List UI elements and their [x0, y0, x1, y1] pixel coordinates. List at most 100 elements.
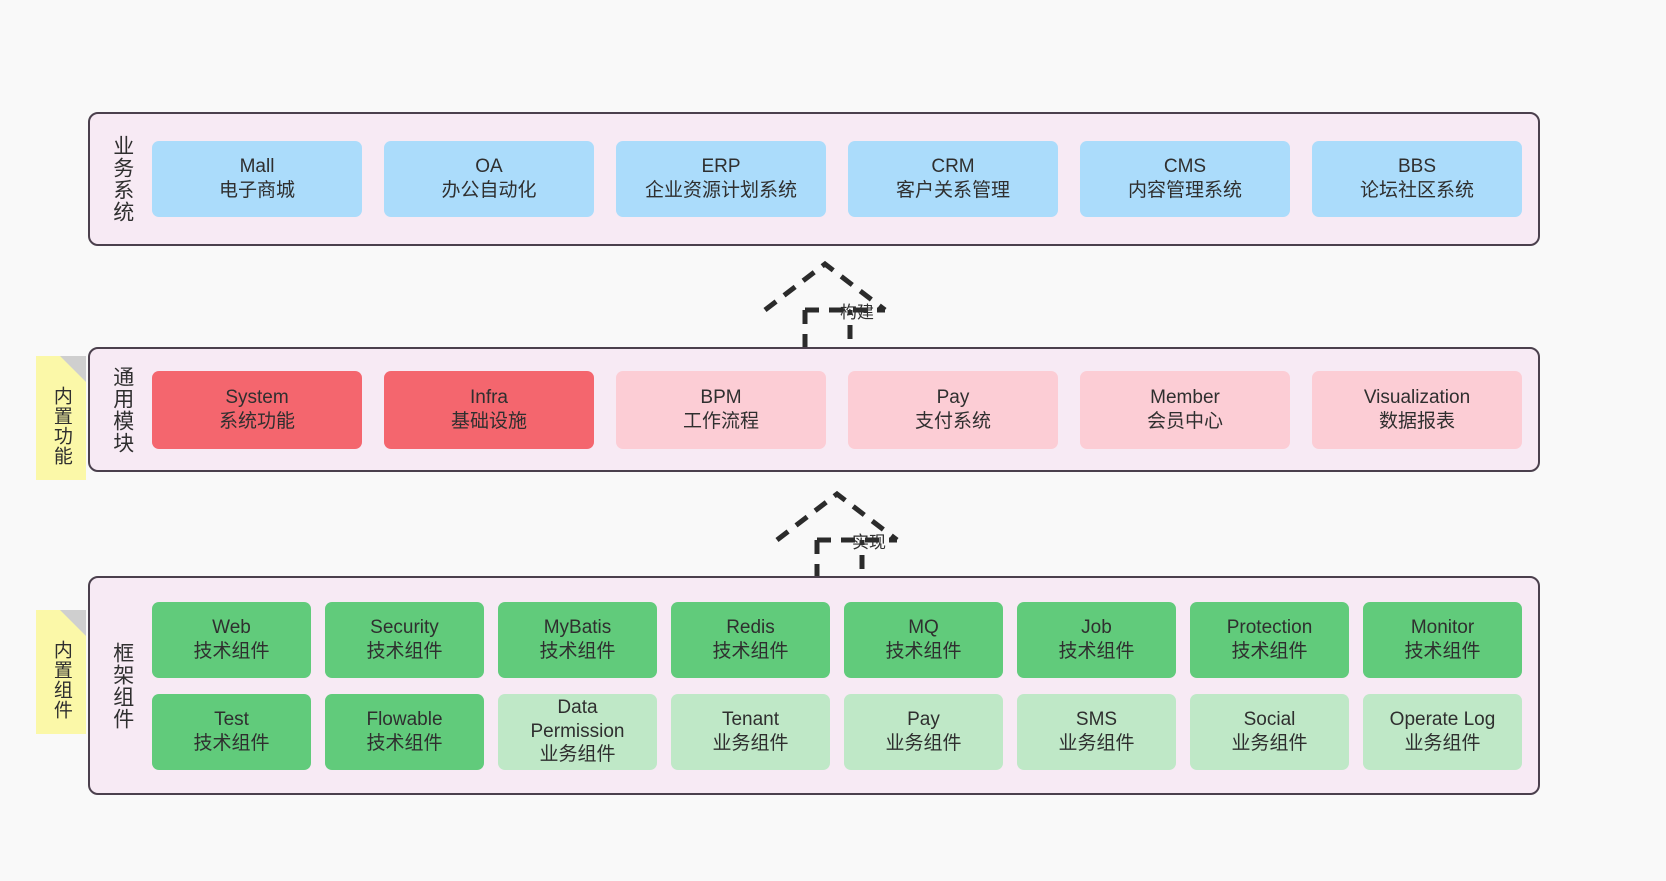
card-title: Pay — [907, 708, 940, 730]
card-mall[interactable]: Mall 电子商城 — [152, 141, 362, 217]
card-title: Infra — [469, 386, 509, 408]
card-title: Security — [370, 616, 439, 638]
card-bpm[interactable]: BPM 工作流程 — [616, 370, 826, 449]
note-label: 内置功能 — [50, 386, 72, 466]
card-title: Pay — [936, 386, 970, 408]
card-redis[interactable]: Redis 技术组件 — [671, 601, 830, 678]
section-label-common-modules: 通用模块 — [110, 365, 134, 454]
card-subtitle: 业务组件 — [539, 744, 616, 766]
card-title: MyBatis — [543, 616, 612, 638]
card-subtitle: 技术组件 — [885, 640, 962, 662]
card-subtitle: 数据报表 — [1378, 410, 1455, 432]
arrow-shaft-dashed — [814, 540, 865, 583]
card-grid-common-modules: System 系统功能 Infra 基础设施 BPM 工作流程 Pay 支付系统… — [142, 349, 1538, 470]
card-grid-business-systems: Mall 电子商城 OA 办公自动化 ERP 企业资源计划系统 CRM 客户关系… — [142, 114, 1538, 244]
arrowhead-hollow-triangle — [763, 260, 887, 312]
card-title: Flowable — [366, 708, 443, 730]
card-mq[interactable]: MQ 技术组件 — [844, 601, 1003, 678]
card-infra[interactable]: Infra 基础设施 — [384, 370, 594, 449]
section-label-framework-components: 框架组件 — [110, 641, 134, 730]
card-title: Protection — [1226, 616, 1313, 638]
card-title: Social — [1243, 708, 1296, 730]
card-title: BBS — [1397, 156, 1437, 178]
note-fold-corner — [60, 610, 86, 636]
card-subtitle: 业务组件 — [885, 732, 962, 754]
card-subtitle: 系统功能 — [218, 410, 295, 432]
card-subtitle: 客户关系管理 — [895, 180, 1010, 201]
connector-implement: 实现 — [772, 488, 962, 583]
note-builtin-features: 内置功能 — [36, 356, 86, 480]
card-subtitle: 技术组件 — [1404, 640, 1481, 662]
card-subtitle: 技术组件 — [366, 732, 443, 754]
card-pay[interactable]: Pay 支付系统 — [848, 370, 1058, 449]
card-title: Tenant — [721, 708, 780, 730]
card-title: SMS — [1075, 708, 1118, 730]
card-security[interactable]: Security 技术组件 — [325, 601, 484, 678]
card-title: Visualization — [1363, 386, 1471, 408]
card-pay-component[interactable]: Pay 业务组件 — [844, 693, 1003, 770]
connector-label-build: 构建 — [840, 303, 874, 322]
card-subtitle: 办公自动化 — [441, 180, 537, 201]
card-title: CMS — [1163, 156, 1207, 178]
card-member[interactable]: Member 会员中心 — [1080, 370, 1290, 449]
card-title: System — [225, 386, 289, 408]
card-monitor[interactable]: Monitor 技术组件 — [1363, 601, 1522, 678]
card-flowable[interactable]: Flowable 技术组件 — [325, 693, 484, 770]
card-mybatis[interactable]: MyBatis 技术组件 — [498, 601, 657, 678]
card-subtitle: 业务组件 — [1231, 732, 1308, 754]
card-title: Job — [1081, 616, 1112, 638]
section-framework-components: 框架组件 Web 技术组件 Security 技术组件 MyBatis 技术组件… — [88, 576, 1540, 795]
card-title: Monitor — [1410, 616, 1475, 638]
card-data-permission[interactable]: Data Permission 业务组件 — [498, 693, 657, 770]
card-job[interactable]: Job 技术组件 — [1017, 601, 1176, 678]
card-grid-framework-components: Web 技术组件 Security 技术组件 MyBatis 技术组件 Redi… — [142, 578, 1538, 793]
card-subtitle: 技术组件 — [366, 640, 443, 662]
connector-build: 构建 — [760, 258, 950, 353]
card-subtitle: 技术组件 — [1058, 640, 1135, 662]
card-title: Redis — [726, 616, 775, 638]
card-title: MQ — [908, 616, 939, 638]
card-subtitle: 业务组件 — [1058, 732, 1135, 754]
card-subtitle: 技术组件 — [712, 640, 789, 662]
card-tenant[interactable]: Tenant 业务组件 — [671, 693, 830, 770]
card-test[interactable]: Test 技术组件 — [152, 693, 311, 770]
card-erp[interactable]: ERP 企业资源计划系统 — [616, 141, 826, 217]
card-system[interactable]: System 系统功能 — [152, 370, 362, 449]
card-title: BPM — [700, 386, 742, 408]
note-label: 内置组件 — [50, 640, 72, 720]
card-oa[interactable]: OA 办公自动化 — [384, 141, 594, 217]
card-row: System 系统功能 Infra 基础设施 BPM 工作流程 Pay 支付系统… — [152, 370, 1522, 449]
note-fold-corner — [60, 356, 86, 382]
card-subtitle: 技术组件 — [539, 640, 616, 662]
card-cms[interactable]: CMS 内容管理系统 — [1080, 141, 1290, 217]
card-title: Operate Log — [1389, 708, 1496, 730]
card-sms[interactable]: SMS 业务组件 — [1017, 693, 1176, 770]
card-title: OA — [475, 156, 503, 178]
card-title: Mall — [239, 156, 275, 178]
card-title: Web — [212, 616, 251, 638]
card-subtitle: 内容管理系统 — [1127, 180, 1242, 201]
card-visualization[interactable]: Visualization 数据报表 — [1312, 370, 1522, 449]
card-subtitle: 业务组件 — [712, 732, 789, 754]
card-row: Test 技术组件 Flowable 技术组件 Data Permission … — [152, 693, 1522, 770]
card-operate-log[interactable]: Operate Log 业务组件 — [1363, 693, 1522, 770]
card-title: Test — [214, 708, 249, 730]
card-social[interactable]: Social 业务组件 — [1190, 693, 1349, 770]
card-crm[interactable]: CRM 客户关系管理 — [848, 141, 1058, 217]
card-subtitle: 工作流程 — [682, 410, 759, 432]
arrow-shaft-dashed — [802, 310, 853, 353]
note-builtin-components: 内置组件 — [36, 610, 86, 734]
section-common-modules: 通用模块 System 系统功能 Infra 基础设施 BPM 工作流程 Pay… — [88, 347, 1540, 472]
connector-label-implement: 实现 — [852, 533, 886, 552]
card-subtitle: 企业资源计划系统 — [644, 180, 797, 201]
card-protection[interactable]: Protection 技术组件 — [1190, 601, 1349, 678]
card-subtitle: 论坛社区系统 — [1359, 180, 1474, 201]
section-business-systems: 业务系统 Mall 电子商城 OA 办公自动化 ERP 企业资源计划系统 CRM… — [88, 112, 1540, 246]
card-web[interactable]: Web 技术组件 — [152, 601, 311, 678]
card-subtitle: 电子商城 — [218, 180, 295, 201]
card-title: ERP — [701, 156, 741, 178]
card-row: Mall 电子商城 OA 办公自动化 ERP 企业资源计划系统 CRM 客户关系… — [152, 141, 1522, 217]
card-bbs[interactable]: BBS 论坛社区系统 — [1312, 141, 1522, 217]
arrowhead-hollow-triangle — [775, 490, 899, 542]
